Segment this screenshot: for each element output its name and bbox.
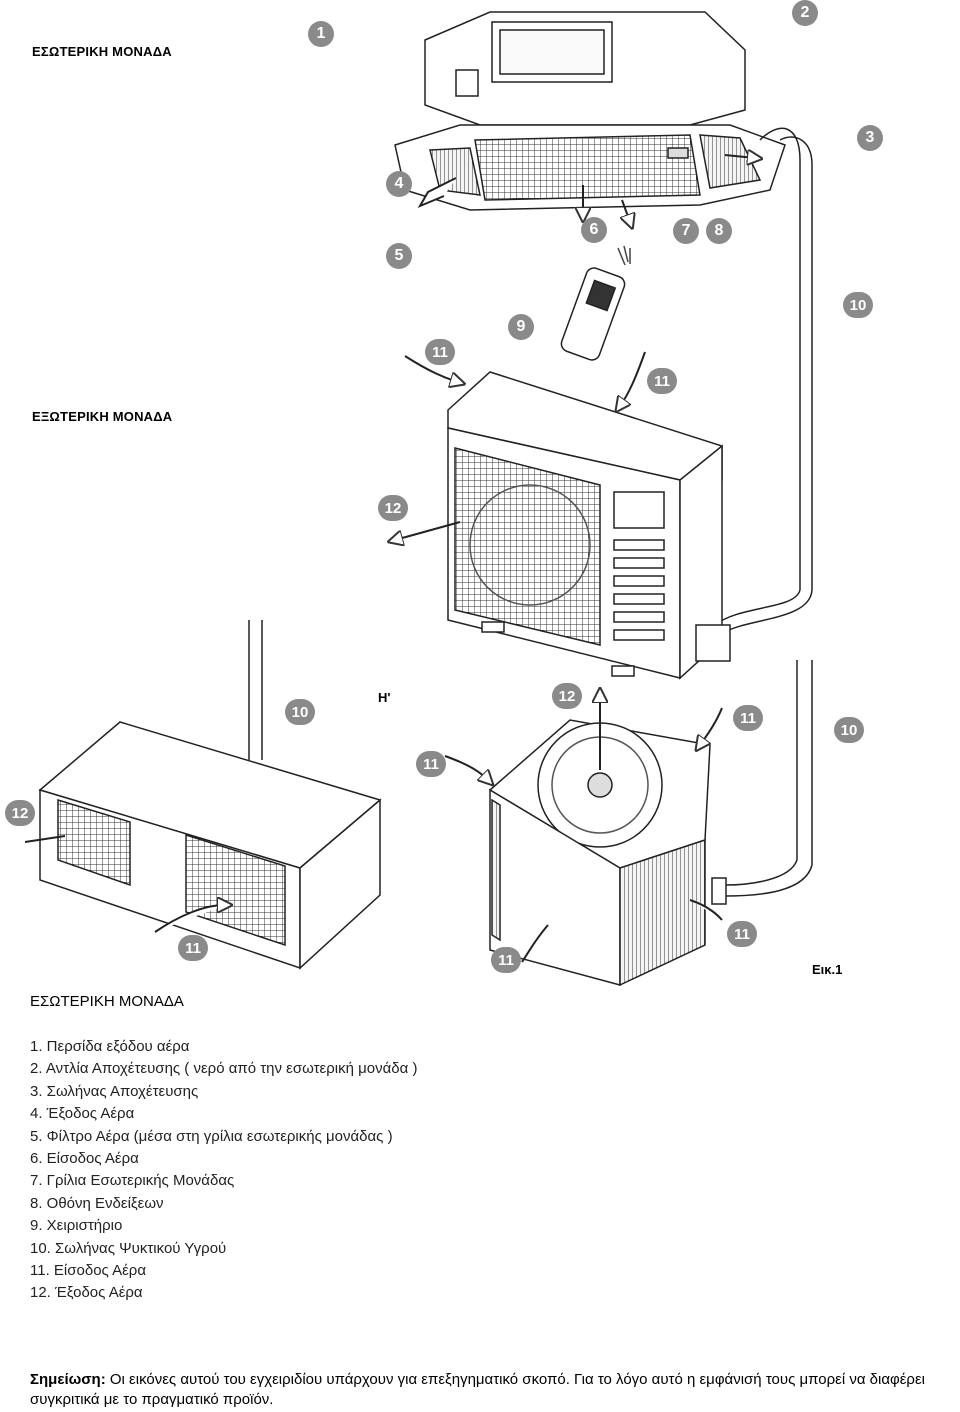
callout-10: 10 xyxy=(843,292,873,318)
outdoor-unit-top-discharge xyxy=(488,719,711,987)
refrigerant-pipe xyxy=(248,620,813,905)
air-conditioner-diagram xyxy=(24,11,813,987)
note-text: Οι εικόνες αυτού του εγχειριδίου υπάρχου… xyxy=(30,1371,925,1408)
note-label: Σημείωση: xyxy=(30,1371,106,1388)
callout-12: 12 xyxy=(5,800,35,826)
legend-item: 1. Περσίδα εξόδου αέρα xyxy=(30,1038,190,1055)
legend-item: 11. Είσοδος Αέρα xyxy=(30,1261,147,1279)
callout-11: 11 xyxy=(178,935,208,961)
callout-4: 4 xyxy=(386,171,412,197)
outdoor-unit-heading: ΕΞΩΤΕΡΙΚΗ ΜΟΝΑΔΑ xyxy=(32,409,173,424)
indoor-unit-heading: ΕΣΩΤΕΡΙΚΗ ΜΟΝΑΔΑ xyxy=(32,44,172,59)
variant-letter-label: Η' xyxy=(378,690,391,705)
callout-11: 11 xyxy=(425,339,455,365)
callout-1: 1 xyxy=(308,21,334,47)
callout-8: 8 xyxy=(706,218,732,244)
legend-list: 1. Περσίδα εξόδου αέρα 2. Αντλία Αποχέτε… xyxy=(30,1036,417,1305)
legend-item: 4. Έξοδος Αέρα xyxy=(30,1105,135,1123)
callout-6: 6 xyxy=(581,217,607,243)
legend-item: 5. Φίλτρο Αέρα (μέσα στη γρίλια εσωτερικ… xyxy=(30,1127,393,1145)
disclaimer-note: Σημείωση: Οι εικόνες αυτού του εγχειριδί… xyxy=(30,1370,960,1410)
legend-item: 6. Είσοδος Αέρα xyxy=(30,1149,139,1167)
callout-12: 12 xyxy=(552,683,582,709)
legend-item: 10. Σωλήνας Ψυκτικού Υγρού xyxy=(30,1239,227,1257)
callout-10: 10 xyxy=(834,717,864,743)
legend-item: 9. Χειριστήριο xyxy=(30,1217,123,1235)
remote-control xyxy=(560,245,631,361)
legend-item: 2. Αντλία Αποχέτευσης ( νερό από την εσω… xyxy=(30,1060,418,1078)
callout-3: 3 xyxy=(857,125,883,151)
callout-11: 11 xyxy=(491,947,521,973)
callout-7: 7 xyxy=(673,218,699,244)
legend-title: ΕΣΩΤΕΡΙΚΗ ΜΟΝΑΔΑ xyxy=(30,993,184,1010)
drain-pipe xyxy=(714,127,813,633)
callout-5: 5 xyxy=(386,243,412,269)
callout-9: 9 xyxy=(508,314,534,340)
callout-11: 11 xyxy=(416,751,446,777)
legend-item: 7. Γρίλια Εσωτερικής Μονάδας xyxy=(30,1172,235,1190)
callout-12: 12 xyxy=(378,495,408,521)
callout-10: 10 xyxy=(285,699,315,725)
callout-2: 2 xyxy=(792,0,818,26)
callout-11: 11 xyxy=(733,705,763,731)
airflow-arrows xyxy=(24,155,755,963)
callout-11: 11 xyxy=(647,368,677,394)
legend-item: 3. Σωλήνας Αποχέτευσης xyxy=(30,1082,199,1100)
legend-item: 8. Οθόνη Ενδείξεων xyxy=(30,1194,164,1212)
outdoor-unit-box xyxy=(38,721,382,970)
callout-11: 11 xyxy=(727,921,757,947)
figure-label: Εικ.1 xyxy=(812,962,843,977)
outdoor-unit-side-discharge xyxy=(447,371,731,680)
cassette-indoor-unit xyxy=(394,11,786,211)
legend-item: 12. Έξοδος Αέρα xyxy=(30,1284,143,1302)
